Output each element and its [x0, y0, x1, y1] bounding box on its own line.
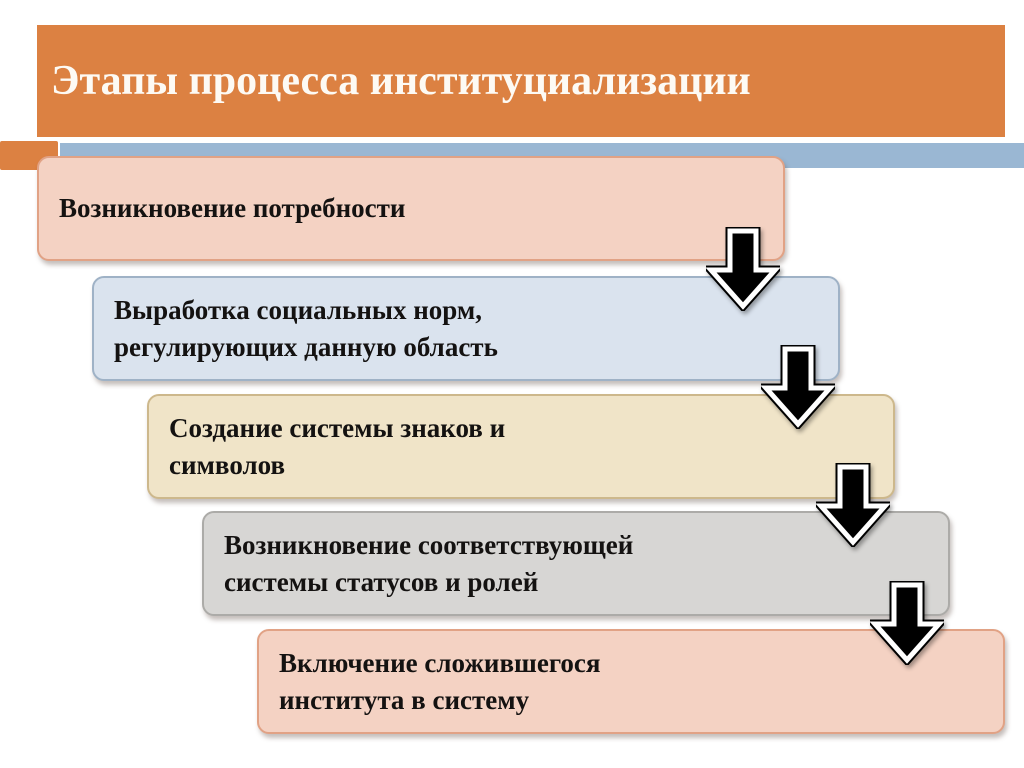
down-arrow-icon: [761, 345, 835, 429]
down-arrow-icon: [870, 581, 944, 665]
process-step-label: Выработка социальных норм, регулирующих …: [114, 294, 498, 362]
process-step-box-1: Возникновение потребности: [37, 156, 785, 261]
process-step-box-5: Включение сложившегося института в систе…: [257, 629, 1005, 734]
process-step-label: Возникновение соответствующей системы ст…: [224, 529, 634, 597]
process-step-box-4: Возникновение соответствующей системы ст…: [202, 511, 950, 616]
down-arrow-icon: [706, 227, 780, 311]
process-step-box-2: Выработка социальных норм, регулирующих …: [92, 276, 840, 381]
down-arrow-icon: [816, 463, 890, 547]
process-step-label: Создание системы знаков и символов: [169, 412, 506, 480]
process-step-box-3: Создание системы знаков и символов: [147, 394, 895, 499]
title-bar: Этапы процесса институциализации: [37, 25, 1005, 137]
process-step-label: Возникновение потребности: [59, 193, 406, 223]
slide-title: Этапы процесса институциализации: [51, 58, 751, 104]
process-step-label: Включение сложившегося института в систе…: [279, 647, 601, 715]
